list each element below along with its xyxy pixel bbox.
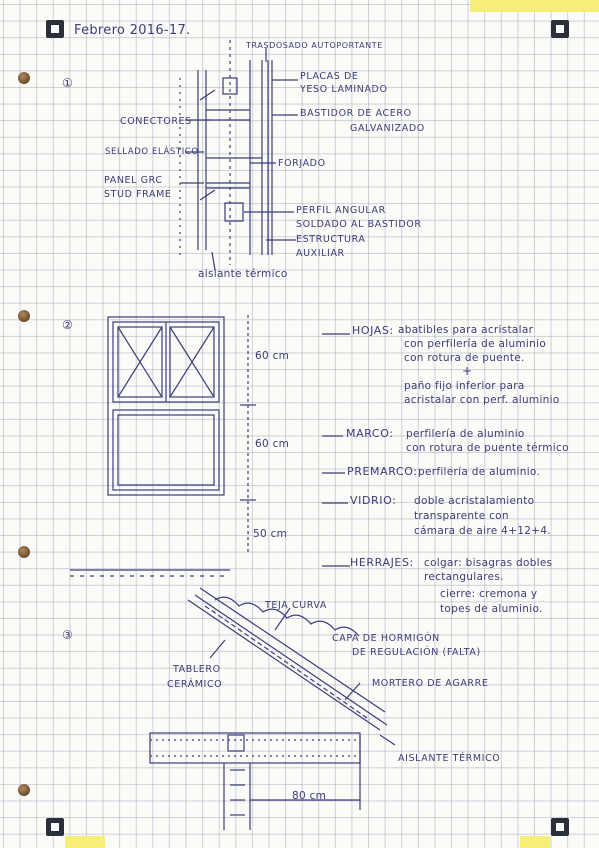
label-panel: PANEL GRC [104,175,163,186]
top-highlight [470,0,599,12]
label-estructura-2: AUXILIAR [296,248,345,259]
label-estructura: ESTRUCTURA [296,234,366,245]
vidrio-line-1: doble acristalamiento [414,495,535,507]
label-sellado: SELLADO ELÁSTICO [105,147,199,157]
label-teja: TEJA CURVA [265,600,328,611]
vidrio-line-3: cámara de aire 4+12+4. [414,525,551,537]
label-tablero-2: CERÁMICO [167,679,223,690]
label-placas: PLACAS DE [300,71,359,82]
hojas-line-1: abatibles para acristalar [398,324,534,336]
section-2-number: ② [62,318,74,332]
premarco-line-1: perfilería de aluminio. [418,466,541,478]
herrajes-line-1: colgar: bisagras dobles [424,557,553,569]
binder-hole-2 [18,310,30,322]
herrajes-label: HERRAJES: [350,556,414,569]
label-perfil-2: SOLDADO AL BASTIDOR [296,219,422,230]
bottom-highlight-left [65,836,105,848]
hojas-line-3: con rotura de puente. [404,352,525,364]
label-bastidor-2: GALVANIZADO [350,123,425,134]
dimension-60-top: 60 cm [255,350,290,362]
binder-hole-1 [18,72,30,84]
label-placas-2: YESO LAMINADO [300,84,388,95]
hojas-line-5: acristalar con perf. aluminio [404,394,560,406]
roof-detail-drawing [149,587,396,830]
binder-hole-3 [18,546,30,558]
label-tablero: TABLERO [173,664,221,675]
label-conectores: CONECTORES [120,116,192,127]
binder-hole-4 [18,784,30,796]
label-aislante-3: AISLANTE TÉRMICO [398,753,501,764]
label-capa: CAPA DE HORMIGÓN [332,633,440,644]
corner-marker-bottom-right [551,818,569,836]
herrajes-line-2: rectangulares. [424,571,504,583]
label-panel-2: STUD FRAME [104,189,172,200]
label-perfil: PERFIL ANGULAR [296,205,386,216]
dimension-50: 50 cm [253,528,288,540]
hojas-label: HOJAS: [352,324,394,337]
marco-label: MARCO: [346,427,394,440]
label-bastidor: BASTIDOR DE ACERO [300,108,412,119]
premarco-label: PREMARCO: [347,465,418,478]
hojas-line-2: con perfilería de aluminio [404,338,547,350]
label-capa-2: DE REGULACIÓN (falta) [352,647,481,658]
vidrio-line-2: transparente con [414,510,509,522]
bottom-highlight-right [520,836,550,848]
label-trasdosado: TRASDOSADO AUTOPORTANTE [246,41,383,50]
wall-detail-drawing [179,40,298,271]
page-title: Febrero 2016-17. [74,23,191,38]
marco-line-1: perfilería de aluminio [406,428,525,440]
marco-line-2: con rotura de puente térmico [406,442,569,454]
hojas-plus: + [462,364,473,378]
corner-marker-top-left [46,20,64,38]
corner-marker-top-right [551,20,569,38]
hojas-line-4: paño fijo inferior para [404,380,525,392]
corner-marker-bottom-left [46,818,64,836]
label-aislante: aislante térmico [198,268,288,280]
vidrio-label: VIDRIO: [350,494,397,507]
herrajes-line-3: cierre: cremona y [440,588,538,600]
dimension-60-mid: 60 cm [255,438,290,450]
section-3-number: ③ [62,628,74,642]
dimension-80: 80 cm [292,790,327,802]
label-forjado: FORJADO [278,158,326,169]
window-elevation-drawing [70,315,350,577]
label-mortero: MORTERO DE AGARRE [372,678,489,689]
herrajes-line-4: topes de aluminio. [440,603,543,615]
section-1-number: ① [62,76,74,90]
